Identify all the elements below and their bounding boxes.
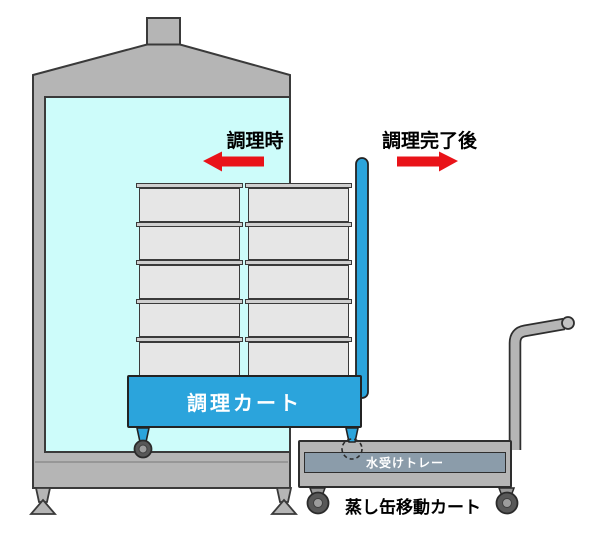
steam-canister — [245, 260, 352, 299]
cabinet-leg-left — [34, 487, 52, 503]
transport-cart-handle — [510, 319, 565, 450]
cooking-cart: 調理カート — [127, 375, 362, 428]
label-during-cooking: 調理時 — [226, 131, 284, 152]
wheel-hub — [313, 498, 323, 508]
steam-canister — [136, 221, 243, 260]
steam-canister — [245, 337, 352, 376]
wheel-hub — [138, 444, 148, 454]
canister-body — [139, 187, 240, 222]
cabinet-foot-left — [29, 498, 57, 515]
water-tray-label: 水受けトレー — [365, 456, 444, 470]
steam-canister — [136, 260, 243, 299]
cooking-cart-label: 調理カート — [187, 393, 302, 415]
canister-body — [248, 226, 349, 260]
hidden-wheel-dashed-outline — [341, 438, 363, 460]
water-tray: 水受けトレー — [304, 452, 506, 473]
cooking-cart-push-pole — [355, 157, 369, 399]
steam-canister — [245, 298, 352, 337]
cabinet-foot-right — [270, 498, 298, 515]
canister-body — [139, 303, 240, 337]
steam-canister — [136, 183, 243, 222]
canister-body — [248, 341, 349, 376]
canister-body — [248, 264, 349, 299]
steam-canister — [136, 337, 243, 376]
wheel-hub — [502, 498, 512, 508]
steam-canister — [245, 221, 352, 260]
cabinet-leg-right — [275, 487, 293, 503]
steam-canister — [245, 183, 352, 222]
label-after-cooking: 調理完了後 — [381, 131, 477, 152]
steam-canister — [136, 298, 243, 337]
canister-body — [139, 226, 240, 260]
canister-body — [139, 264, 240, 299]
during-cooking-arrow-left-icon — [203, 151, 264, 172]
canister-body — [248, 303, 349, 337]
label-transport-cart: 蒸し缶移動カート — [345, 498, 481, 517]
canister-body — [139, 341, 240, 376]
handle-grip-cap — [561, 316, 575, 330]
cooking-cart-caster-stem-right — [345, 427, 359, 443]
canister-body — [248, 187, 349, 222]
after-cooking-arrow-right-icon — [397, 151, 458, 172]
